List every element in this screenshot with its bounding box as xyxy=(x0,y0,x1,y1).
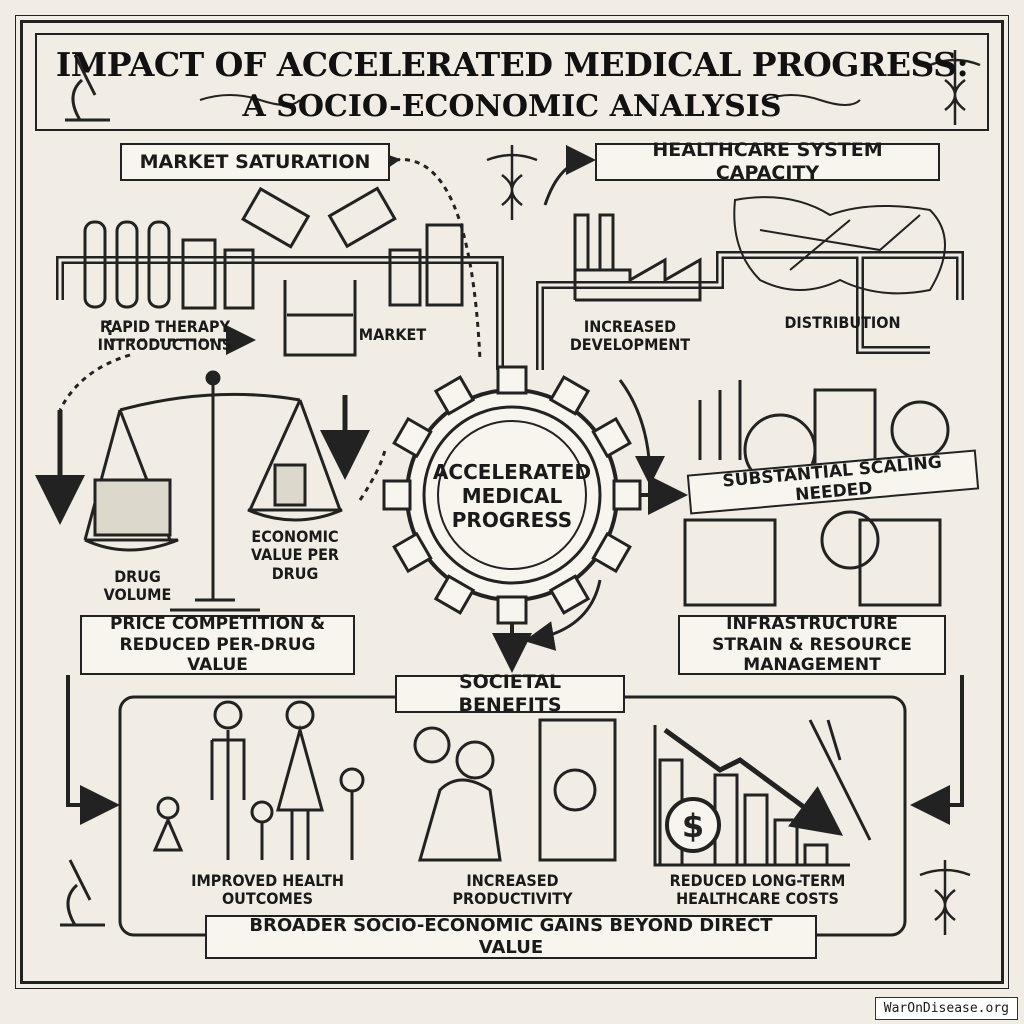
distribution-label: DISTRIBUTION xyxy=(784,313,901,332)
cost-chart-icon xyxy=(653,719,872,867)
healthcare-capacity-banner: HEALTHCARE SYSTEM CAPACITY xyxy=(595,139,940,184)
page-title: IMPACT OF ACCELERATED MEDICAL PROGRESS: xyxy=(55,45,969,84)
market-saturation-banner: MARKET SATURATION xyxy=(120,143,390,181)
societal-benefits-banner: SOCIETAL BENEFITS xyxy=(395,671,625,716)
outer-frame xyxy=(15,15,1009,989)
broader-gains-banner: BROADER SOCIO-ECONOMIC GAINS BEYOND DIRE… xyxy=(205,915,817,959)
dollar-icon: $ xyxy=(682,807,704,845)
productivity-label: INCREASED PRODUCTIVITY xyxy=(452,871,573,909)
title-flourish-left xyxy=(199,94,301,106)
increased-development-label: INCREASED DEVELOPMENT xyxy=(569,317,691,355)
crutch-icon xyxy=(808,719,872,841)
watermark: WarOnDisease.org xyxy=(874,997,1018,1020)
center-label: ACCELERATED MEDICAL PROGRESS xyxy=(432,460,592,532)
family-icon xyxy=(152,700,365,860)
reduced-costs-label: REDUCED LONG-TERM HEALTHCARE COSTS xyxy=(669,871,846,909)
page-subtitle: A SOCIO-ECONOMIC ANALYSIS xyxy=(242,89,782,124)
arrow-right-down xyxy=(910,675,964,825)
microscope-icon xyxy=(65,54,110,122)
drug-volume-label: DRUG VOLUME xyxy=(103,567,172,605)
economic-value-label: ECONOMIC VALUE PER DRUG xyxy=(250,527,340,583)
health-outcomes-label: IMPROVED HEALTH OUTCOMES xyxy=(191,871,344,909)
infrastructure-strain-banner: INFRASTRUCTURE STRAIN & RESOURCE MANAGEM… xyxy=(678,614,946,675)
pill-bottles-icon xyxy=(241,186,464,307)
price-competition-banner: PRICE COMPETITION & REDUCED PER-DRUG VAL… xyxy=(80,614,355,675)
worker-machine-icon xyxy=(413,718,617,862)
rapid-therapy-label: RAPID THERAPY INTRODUCTIONS xyxy=(97,317,233,355)
caduceus-icon xyxy=(486,145,538,220)
market-label: MARKET xyxy=(358,325,427,344)
factory-icon xyxy=(573,213,702,302)
beaker-icon xyxy=(283,280,357,357)
caduceus-icon xyxy=(919,860,971,935)
world-map-icon xyxy=(733,196,946,295)
title-flourish-right xyxy=(764,94,861,106)
title-box: IMPACT OF ACCELERATED MEDICAL PROGRESS: … xyxy=(35,33,989,131)
arrow-left-down xyxy=(66,675,120,825)
gear-icon xyxy=(382,365,642,625)
microscope-icon xyxy=(60,859,105,927)
test-tubes-icon xyxy=(83,220,255,310)
caduceus-icon xyxy=(929,50,981,125)
balance-scale-icon xyxy=(83,370,343,612)
